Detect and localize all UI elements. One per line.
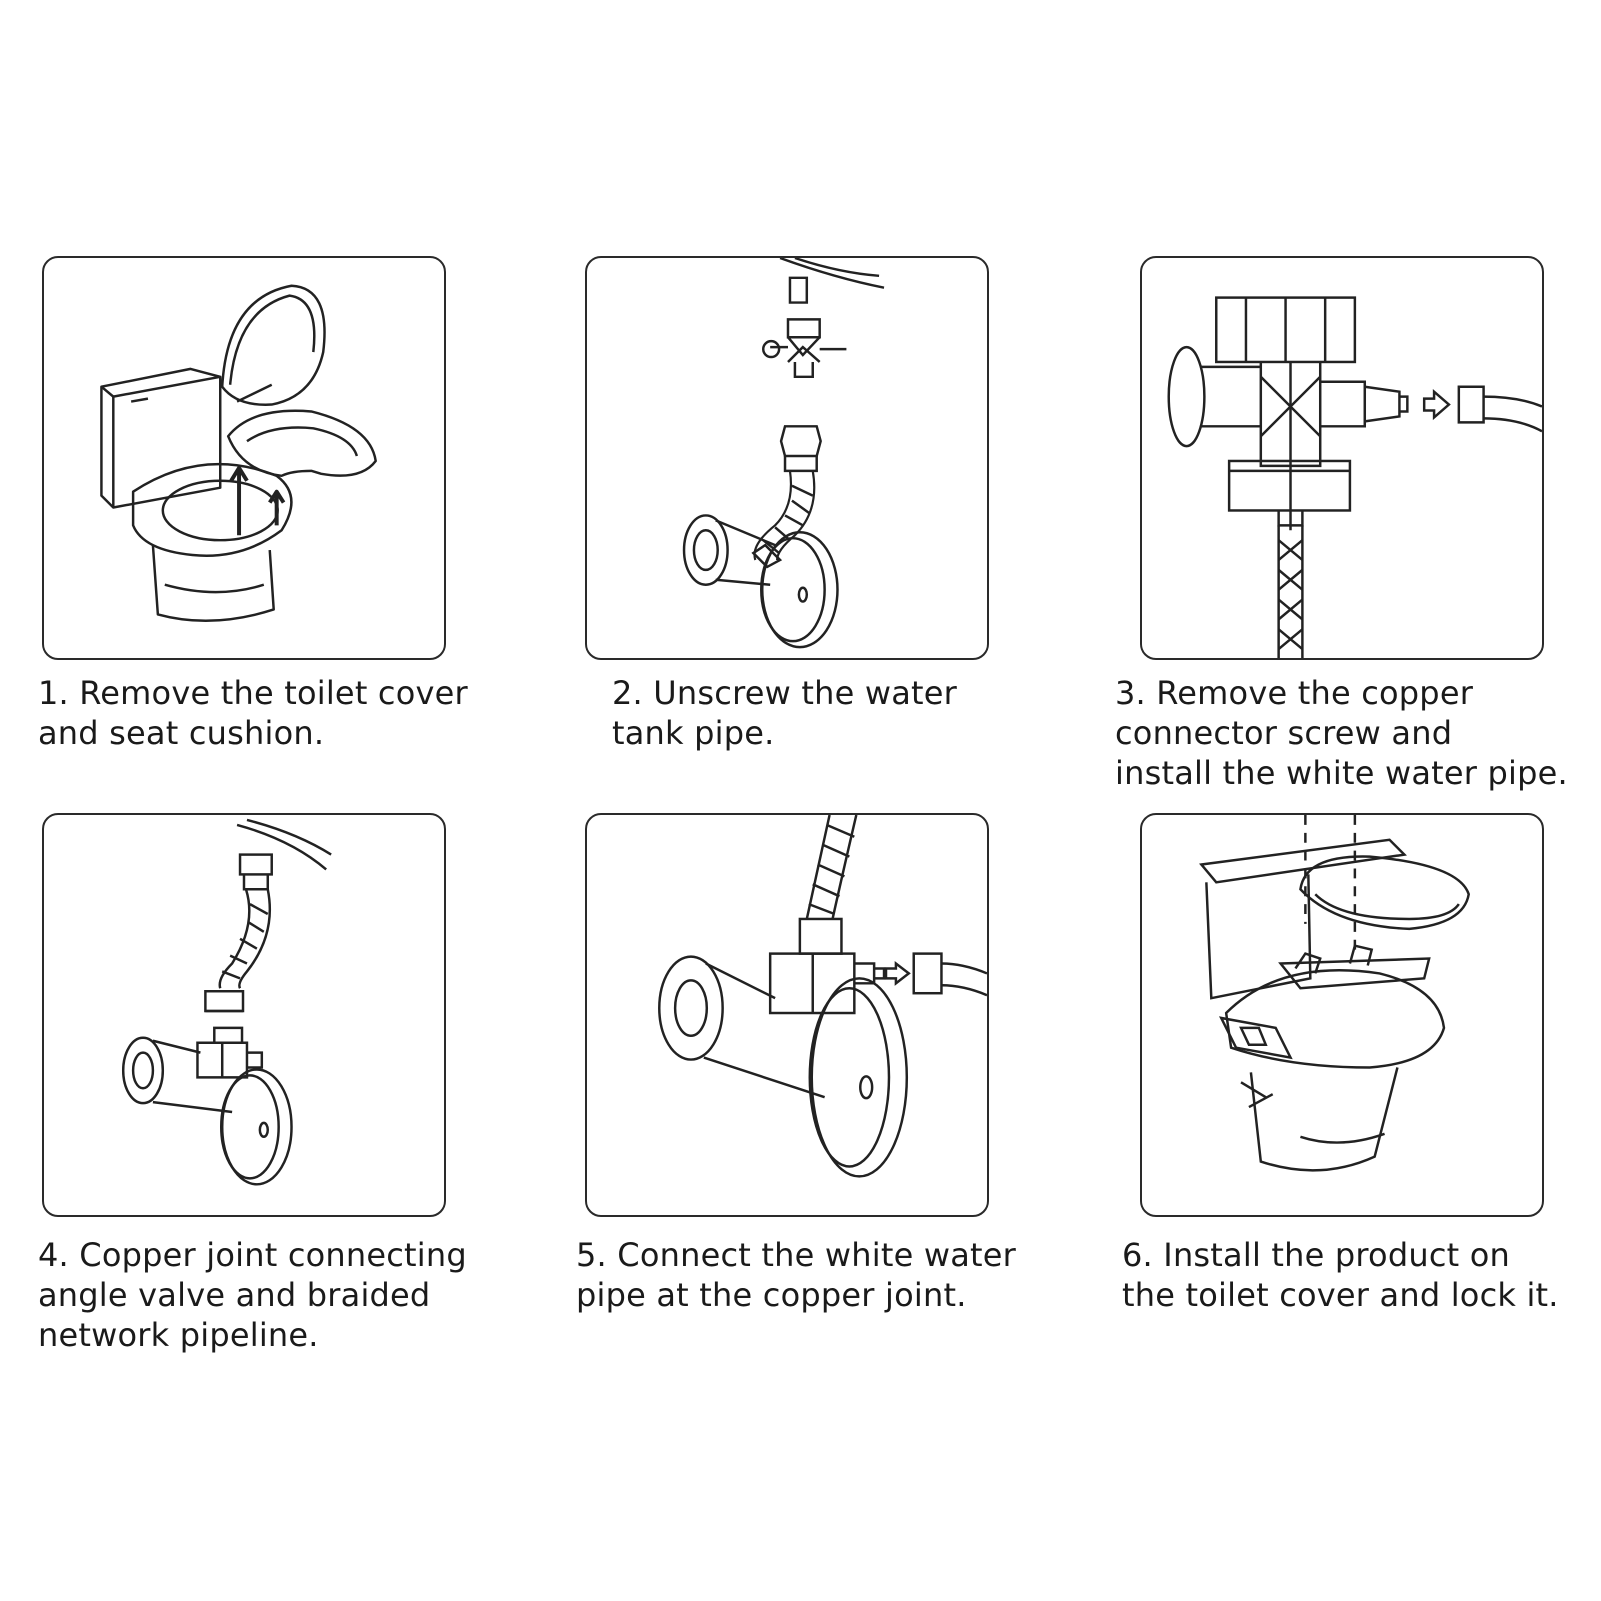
braided-pipe-valve-icon: [121, 818, 332, 1186]
white-pipe-connection-icon: [658, 815, 987, 1178]
caption-line: 3. Remove the copper: [1115, 674, 1474, 712]
unscrew-pipe-icon: [682, 258, 885, 649]
caption-line: angle valve and braided: [38, 1276, 431, 1314]
step-1-caption: 1. Remove the toilet cover and seat cush…: [38, 673, 468, 753]
caption-line: 1. Remove the toilet cover: [38, 674, 468, 712]
caption-line: 6. Install the product on: [1122, 1236, 1510, 1274]
step-5-illustration: [585, 813, 989, 1217]
caption-line: tank pipe.: [612, 714, 775, 752]
caption-line: 5. Connect the white water: [576, 1236, 1016, 1274]
step-3-illustration: [1140, 256, 1544, 660]
toilet-remove-seat-icon: [100, 284, 377, 623]
step-3-caption: 3. Remove the copper connector screw and…: [1115, 673, 1568, 793]
caption-line: the toilet cover and lock it.: [1122, 1276, 1559, 1314]
bidet-install-icon: [1199, 815, 1471, 1172]
step-5-caption: 5. Connect the white water pipe at the c…: [576, 1235, 1016, 1315]
caption-line: 4. Copper joint connecting: [38, 1236, 467, 1274]
caption-line: and seat cushion.: [38, 714, 325, 752]
caption-line: connector screw and: [1115, 714, 1453, 752]
step-2-illustration: [585, 256, 989, 660]
step-2-caption: 2. Unscrew the water tank pipe.: [612, 673, 957, 753]
step-4-caption: 4. Copper joint connecting angle valve a…: [38, 1235, 467, 1355]
caption-line: 2. Unscrew the water: [612, 674, 958, 712]
step-4-illustration: [42, 813, 446, 1217]
step-6-caption: 6. Install the product on the toilet cov…: [1122, 1235, 1559, 1315]
tee-connector-icon: [1167, 296, 1542, 658]
caption-line: pipe at the copper joint.: [576, 1276, 967, 1314]
caption-line: network pipeline.: [38, 1316, 319, 1354]
step-6-illustration: [1140, 813, 1544, 1217]
caption-line: install the white water pipe.: [1115, 754, 1568, 792]
step-1-illustration: [42, 256, 446, 660]
